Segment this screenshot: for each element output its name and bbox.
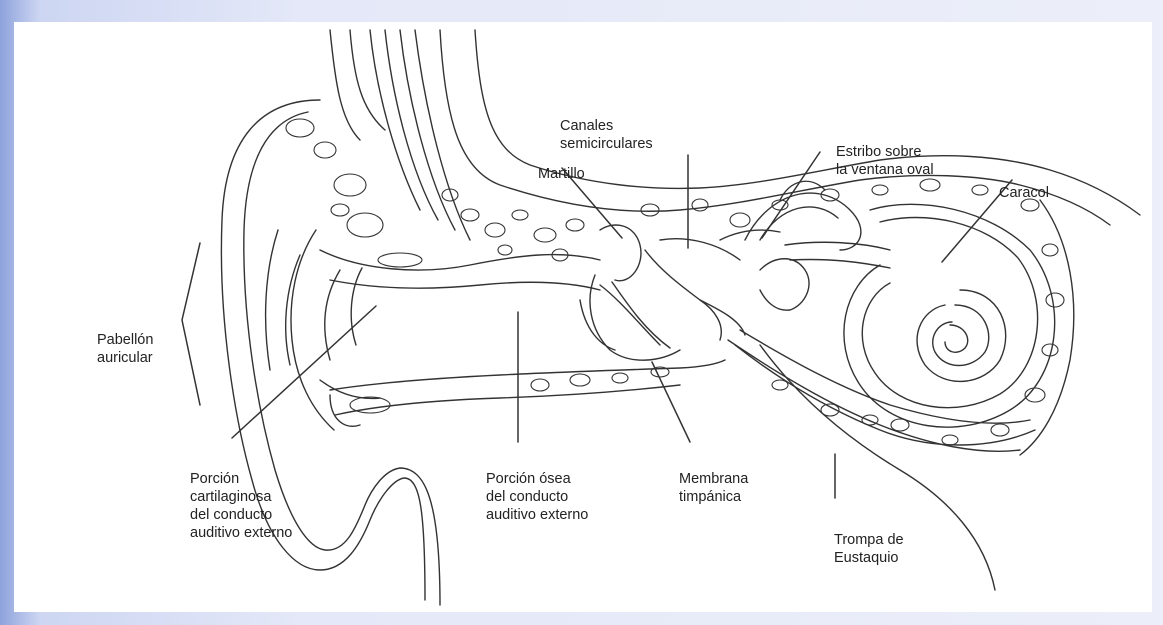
leader-lines [182,152,1012,498]
label-pabellon-auricular: Pabellón auricular [97,331,153,367]
semicircular-canals-drawing [745,181,861,250]
label-martillo: Martillo [538,165,585,183]
label-porcion-osea: Porción ósea del conducto auditivo exter… [486,470,588,524]
temporal-bone-drawing [320,30,1140,590]
label-membrana-timpanica: Membrana timpánica [679,470,748,506]
label-canales-semicirculares: Canales semicirculares [560,117,653,153]
cochlea-drawing [785,204,1055,427]
label-caracol: Caracol [999,184,1049,202]
middle-ear-drawing [580,225,809,360]
label-trompa-eustaquio: Trompa de Eustaquio [834,531,904,567]
label-estribo: Estribo sobre la ventana oval [836,143,934,179]
label-porcion-cartilaginosa: Porción cartilaginosa del conducto audit… [190,470,292,542]
eustachian-tube-drawing [735,345,1035,445]
ear-anatomy-figure: Canales semicirculares Estribo sobre la … [14,22,1152,612]
